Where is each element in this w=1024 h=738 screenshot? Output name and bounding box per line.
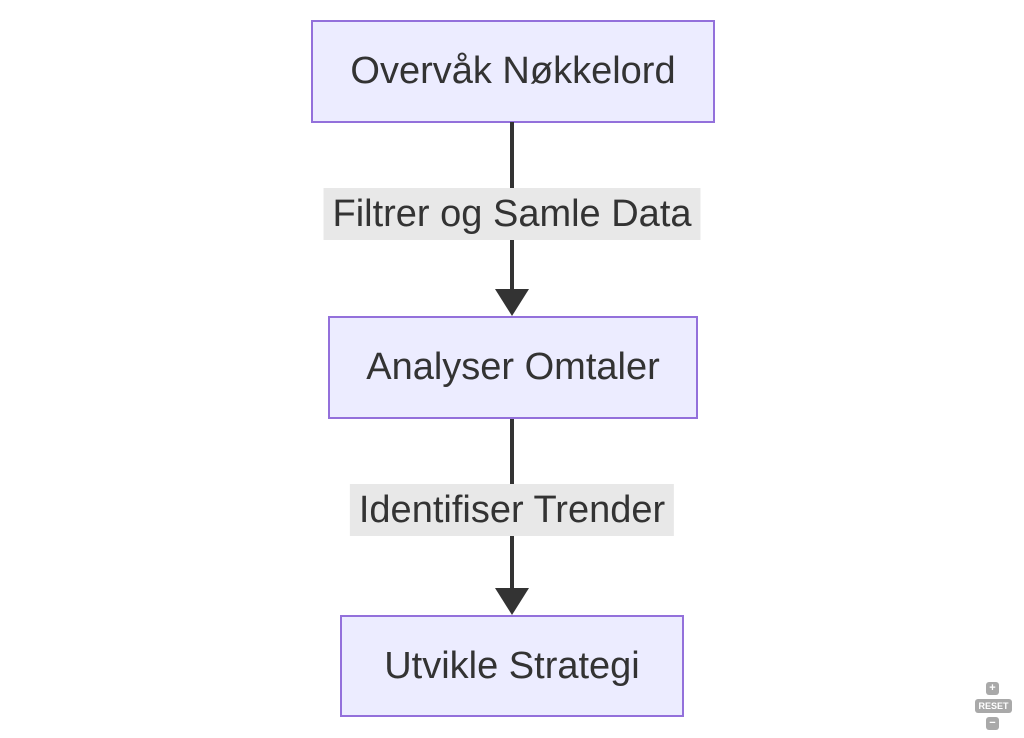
plus-icon: + [989,682,996,694]
flowchart-node-utvikle-strategi: Utvikle Strategi [340,615,684,717]
node-label: Utvikle Strategi [384,644,640,687]
flowchart-node-analyser-omtaler: Analyser Omtaler [328,316,698,419]
reset-button[interactable]: RESET [975,699,1012,713]
edge-label-filtrer-og-samle-data: Filtrer og Samle Data [323,188,701,240]
zoom-out-button[interactable]: − [986,717,999,730]
node-label: Overvåk Nøkkelord [350,50,676,92]
flowchart-node-overvak-nokkelord: Overvåk Nøkkelord [311,20,715,123]
arrowhead-icon [495,289,529,316]
reset-button-label: RESET [978,701,1009,711]
minus-icon: − [989,717,996,729]
arrowhead-icon [495,588,529,615]
zoom-in-button[interactable]: + [986,682,999,695]
edge-label-identifiser-trender: Identifiser Trender [349,484,675,536]
node-label: Analyser Omtaler [366,346,660,388]
